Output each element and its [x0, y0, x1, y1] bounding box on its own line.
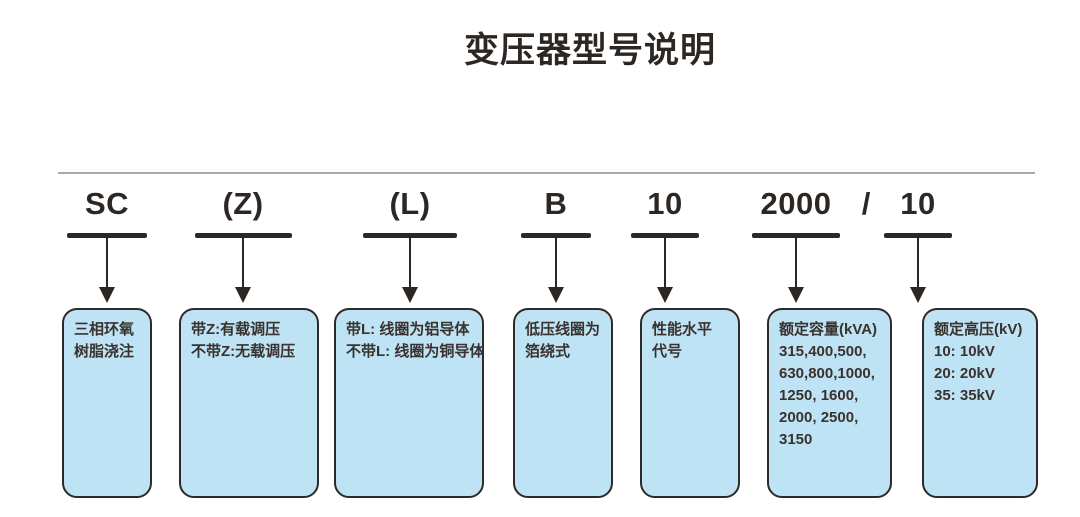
code-underline: [67, 233, 147, 238]
slash-separator: /: [861, 186, 871, 221]
box-text-line: 不带L: 线圈为铜导体: [346, 343, 485, 360]
box-text-line: 带L: 线圈为铝导体: [346, 321, 470, 338]
box-text-line: 代号: [652, 343, 683, 360]
box-text-line: 2000, 2500,: [779, 409, 859, 426]
box-text-line: 三相环氧: [74, 321, 135, 338]
arrow-stem: [106, 237, 108, 287]
box-text-line: 低压线圈为: [525, 321, 601, 338]
arrow-stem: [795, 237, 797, 287]
description-box-0: 三相环氧树脂浇注: [62, 308, 152, 498]
model-code-z-1: (Z): [222, 186, 264, 221]
code-underline: [631, 233, 699, 238]
box-text-line: 1250, 1600,: [779, 387, 859, 404]
arrow-head-icon: [910, 287, 926, 303]
box-text-line: 不带Z:无载调压: [191, 343, 296, 360]
code-underline: [521, 233, 591, 238]
description-box-1: 带Z:有载调压不带Z:无载调压: [179, 308, 319, 498]
arrow-stem: [409, 237, 411, 287]
arrow-head-icon: [788, 287, 804, 303]
arrow-head-icon: [402, 287, 418, 303]
arrow-head-icon: [235, 287, 251, 303]
arrow-head-icon: [548, 287, 564, 303]
model-code-2000-5: 2000: [760, 186, 832, 221]
arrow-stem: [242, 237, 244, 287]
arrow-head-icon: [99, 287, 115, 303]
arrow-stem: [664, 237, 666, 287]
description-box-6: 额定高压(kV) 10: 10kV 20: 20kV 35: 35kV: [922, 308, 1038, 498]
box-text-line: 带Z:有载调压: [191, 321, 281, 338]
description-box-2: 带L: 线圈为铝导体不带L: 线圈为铜导体: [334, 308, 484, 498]
model-code-l-2: (L): [389, 186, 431, 221]
model-code-10-6: 10: [900, 186, 936, 221]
box-text-line: 3150: [779, 431, 813, 448]
code-underline: [194, 233, 292, 238]
description-box-4: 性能水平代号: [640, 308, 740, 498]
arrow-stem: [917, 237, 919, 287]
code-underline: [752, 233, 840, 238]
box-text-line: 额定高压(kV): [934, 321, 1023, 338]
header-rule: [58, 172, 1035, 174]
box-text-line: 315,400,500,: [779, 343, 867, 360]
box-text-line: 10: 10kV: [934, 343, 995, 360]
box-text-line: 箔绕式: [525, 343, 571, 360]
box-text-line: 额定容量(kVA): [779, 321, 878, 338]
box-text-line: 630,800,1000,: [779, 365, 875, 382]
code-underline: [884, 233, 952, 238]
box-text-line: 树脂浇注: [74, 343, 135, 360]
arrow-head-icon: [657, 287, 673, 303]
box-text-line: 20: 20kV: [934, 365, 995, 382]
arrow-stem: [555, 237, 557, 287]
model-code-b-3: B: [544, 186, 568, 221]
box-text-line: 性能水平: [652, 321, 713, 338]
code-underline: [363, 233, 457, 238]
page-title: 变压器型号说明: [463, 31, 717, 70]
model-code-sc-0: SC: [84, 186, 130, 221]
description-box-5: 额定容量(kVA) 315,400,500, 630,800,1000, 1250, …: [767, 308, 892, 498]
model-code-10-4: 10: [647, 186, 683, 221]
box-text-line: 35: 35kV: [934, 387, 995, 404]
description-box-3: 低压线圈为箔绕式: [513, 308, 613, 498]
